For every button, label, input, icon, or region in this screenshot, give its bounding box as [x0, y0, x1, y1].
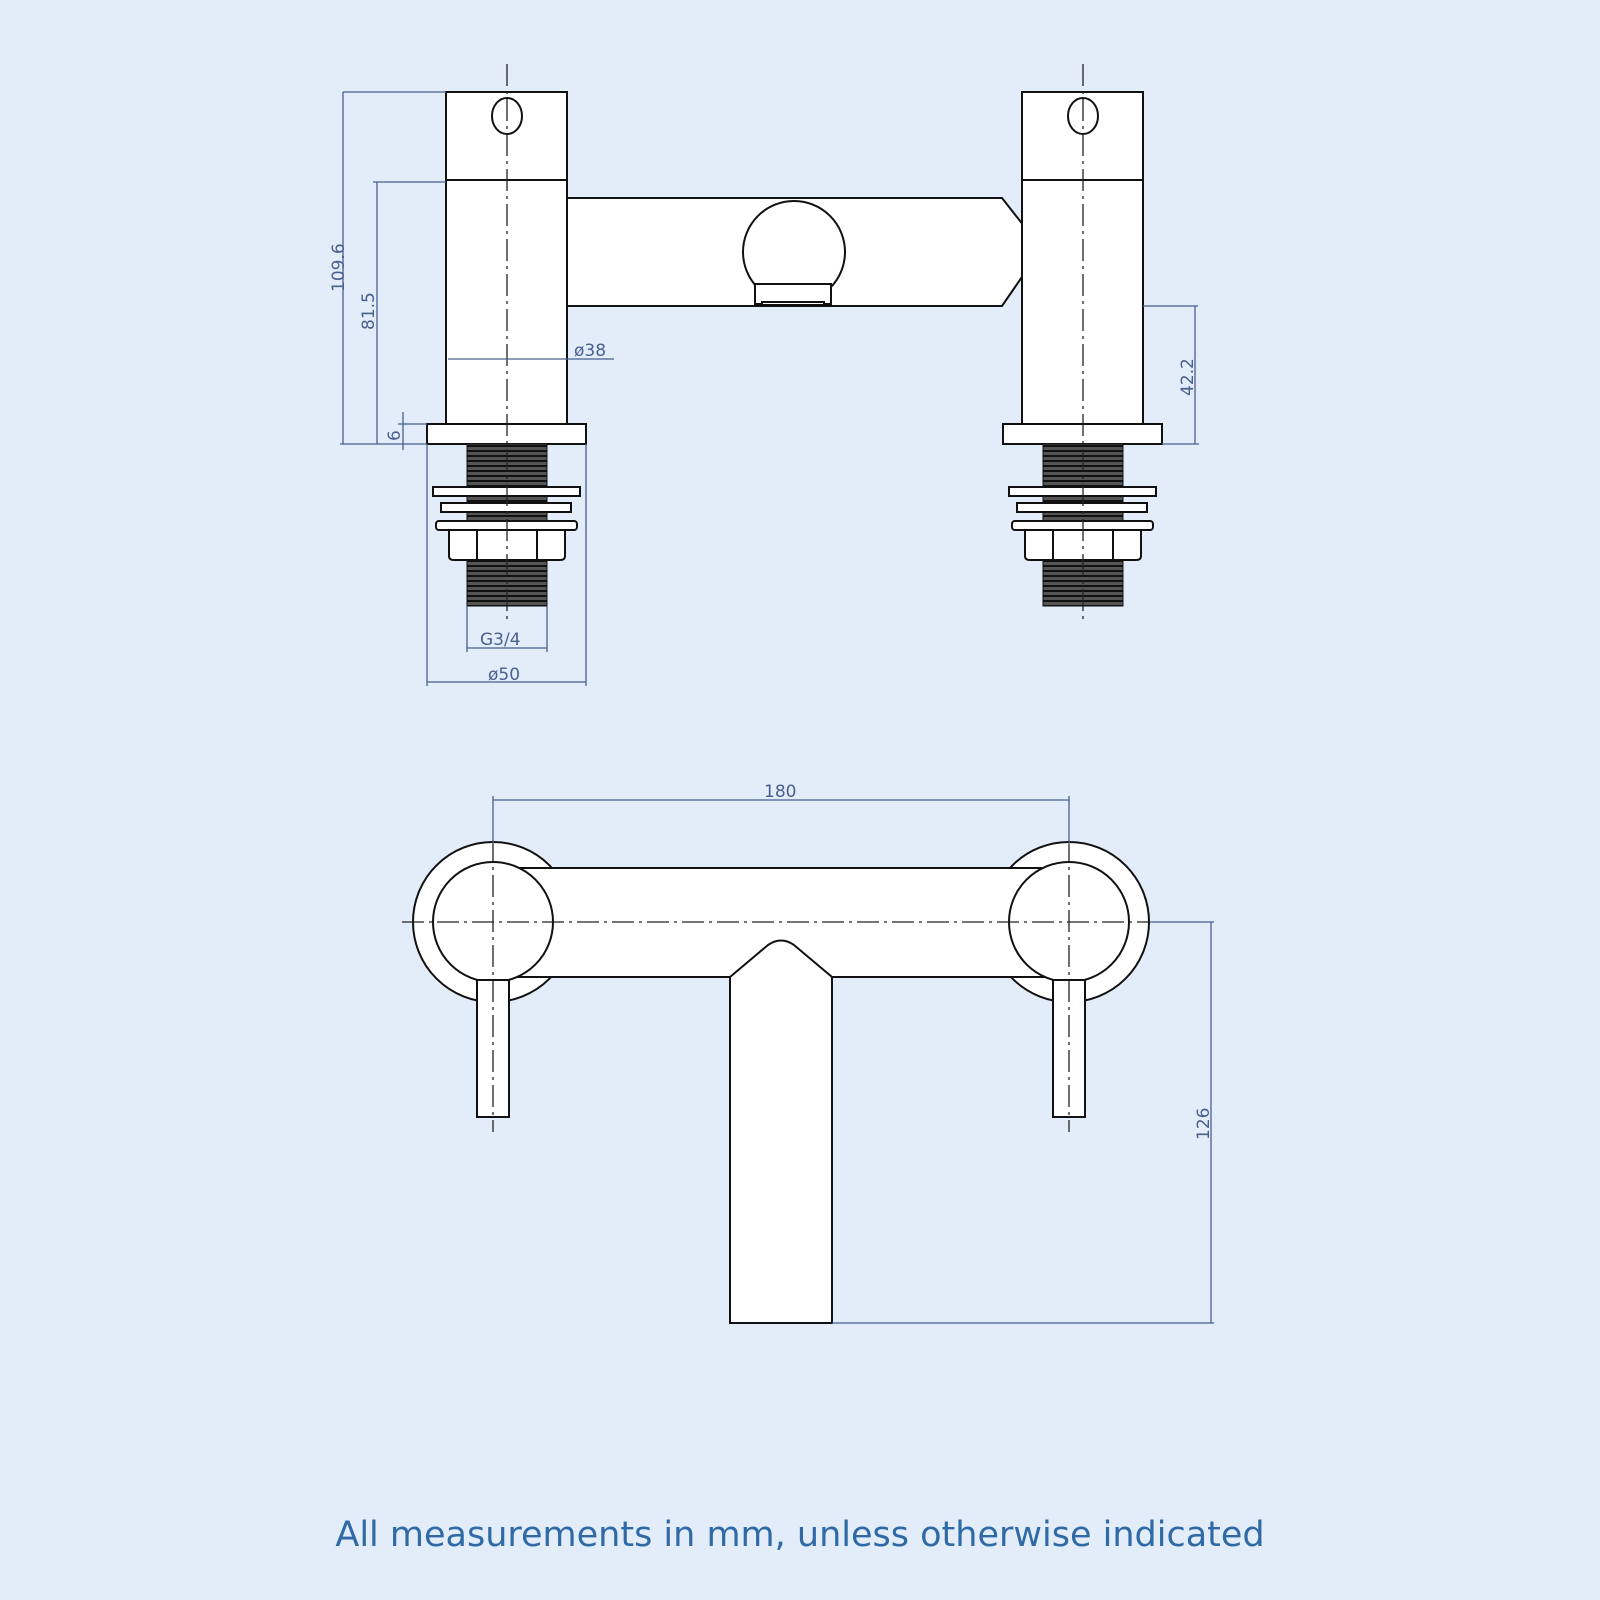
dimensions-front: 109.6 81.5 6 ø38 42.2 G3/4 ø50 [329, 91, 1199, 686]
dimensions-top: 180 126 [492, 782, 1214, 1324]
dim-thread: G3/4 [480, 630, 521, 650]
dim-overall-height: 109.6 [329, 243, 349, 292]
measurement-note: All measurements in mm, unless otherwise… [335, 1515, 1265, 1555]
dim-spout-height: 42.2 [1178, 358, 1198, 396]
spout-top [729, 939, 833, 1324]
dim-spout-projection: 126 [1194, 1108, 1214, 1140]
front-view: 109.6 81.5 6 ø38 42.2 G3/4 ø50 [329, 64, 1199, 686]
dim-body-height: 81.5 [359, 292, 379, 330]
dim-body-diameter: ø38 [574, 341, 606, 361]
dim-base-thickness: 6 [385, 430, 405, 441]
dim-base-diameter: ø50 [488, 665, 520, 685]
dim-centres: 180 [764, 782, 796, 802]
top-view: 180 126 [402, 782, 1214, 1324]
